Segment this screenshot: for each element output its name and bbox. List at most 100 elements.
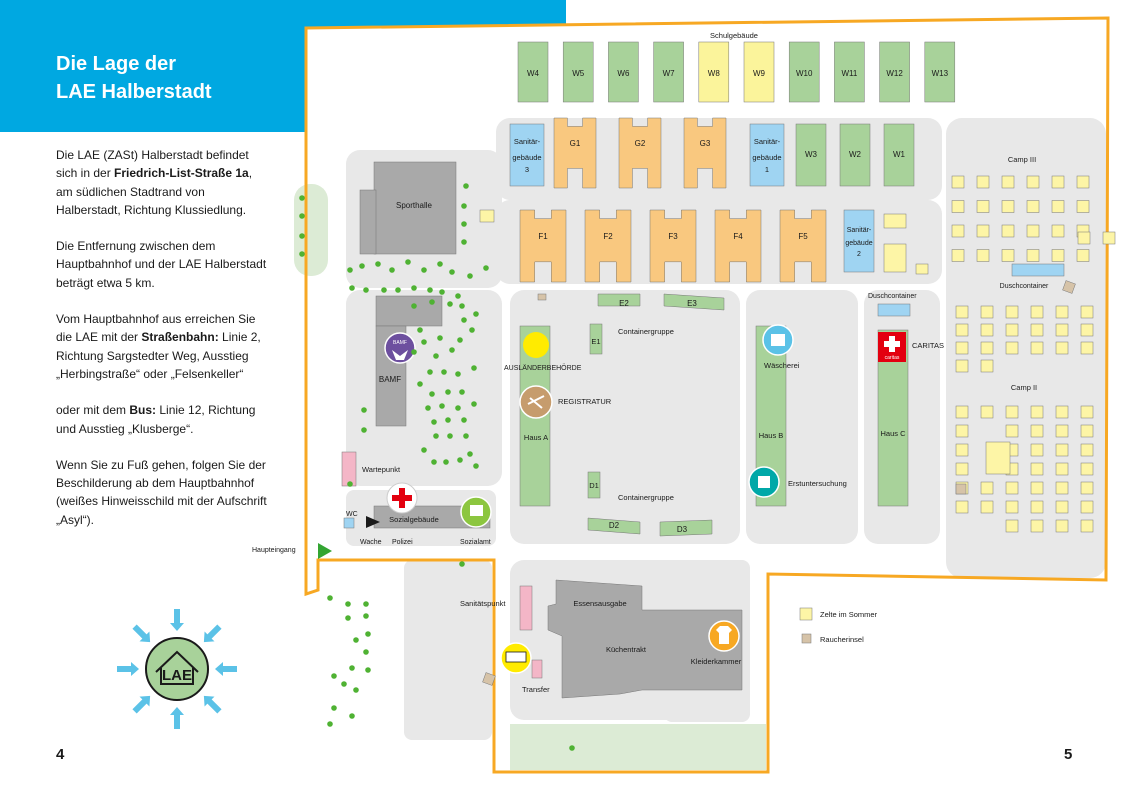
essensausgabe-label: Essensausgabe <box>573 599 626 608</box>
sanitaetspunkt-label: Sanitätspunkt <box>460 599 506 608</box>
tent <box>1055 500 1069 514</box>
building-w11 <box>834 41 865 103</box>
tree <box>433 433 439 439</box>
bus-bold: Bus: <box>129 403 157 418</box>
tent <box>1080 405 1094 419</box>
tent <box>980 405 994 419</box>
sanitaer-1-l3: 1 <box>765 165 769 174</box>
tent <box>980 323 994 337</box>
tree <box>569 745 575 751</box>
tent <box>1030 519 1044 533</box>
tent <box>1080 443 1094 457</box>
tree <box>461 221 467 227</box>
building-label: G1 <box>570 139 581 148</box>
tree <box>425 405 431 411</box>
tent <box>1076 175 1090 189</box>
tent <box>1030 462 1044 476</box>
tent <box>1030 424 1044 438</box>
green-area-left <box>294 184 328 276</box>
tent <box>1080 519 1094 533</box>
tree <box>459 389 465 395</box>
tent <box>1005 519 1019 533</box>
sanitaetspunkt-block <box>519 585 533 631</box>
tree <box>473 311 479 317</box>
sanitaer-1 <box>749 123 785 187</box>
building-g2 <box>618 117 662 189</box>
tent <box>1055 462 1069 476</box>
tent <box>1026 224 1040 238</box>
tram-bold: Straßenbahn: <box>141 330 219 345</box>
tree <box>431 419 437 425</box>
tree <box>455 405 461 411</box>
wc-label: WC <box>346 511 358 518</box>
intro-text: Die LAE (ZASt) Halberstadt befindet sich… <box>56 146 271 547</box>
tree <box>433 353 439 359</box>
caritas-label: CARITAS <box>912 341 944 350</box>
d2-label: D2 <box>609 521 620 530</box>
tree <box>421 447 427 453</box>
building-label: W5 <box>572 69 585 78</box>
tent <box>1001 224 1015 238</box>
building-w8 <box>698 41 730 103</box>
tent <box>1001 200 1015 213</box>
duschcontainer-label-2: Duschcontainer <box>1000 283 1049 290</box>
d3-label: D3 <box>677 525 688 534</box>
tree <box>461 417 467 423</box>
polizei-label: Polizei <box>392 539 413 546</box>
intro-paragraph-distance: Die Entfernung zwischen dem Hauptbahnhof… <box>56 239 267 290</box>
camp2-label: Camp II <box>1011 383 1037 392</box>
tent-block <box>883 213 907 229</box>
building-label: W2 <box>849 150 862 159</box>
tent <box>951 200 965 213</box>
lae-logo: LAE <box>117 609 237 729</box>
building-label: F5 <box>798 232 808 241</box>
tree <box>457 457 463 463</box>
building-w1 <box>883 123 915 187</box>
tent <box>1080 305 1094 319</box>
tree <box>299 233 305 239</box>
tree <box>447 301 453 307</box>
building-g1 <box>553 117 597 189</box>
tent <box>1080 500 1094 514</box>
building-label: W1 <box>893 150 906 159</box>
tree <box>427 369 433 375</box>
building-label: W3 <box>805 150 818 159</box>
building-f5 <box>779 209 827 283</box>
tent <box>1076 200 1090 213</box>
building-label: W9 <box>753 69 766 78</box>
tree <box>427 287 433 293</box>
sanitaer-2-l1: Sanitär- <box>847 227 872 234</box>
building-label: W11 <box>841 69 857 78</box>
tree <box>463 183 469 189</box>
tent <box>1005 405 1019 419</box>
tree <box>299 251 305 257</box>
tent <box>1001 249 1015 262</box>
legend-smoke-label: Raucherinsel <box>820 635 864 644</box>
tree <box>459 303 465 309</box>
building-label: W7 <box>663 69 676 78</box>
building-w5 <box>562 41 594 103</box>
text-span: Die LAE (ZASt) Halberstadt befindet sich… <box>56 148 249 181</box>
bamf-eagle-icon <box>384 332 416 364</box>
intro-paragraph-address: Die LAE (ZASt) Halberstadt befindet sich… <box>56 146 271 219</box>
tent <box>976 175 990 189</box>
tent <box>1076 249 1090 262</box>
page-number-left: 4 <box>56 746 65 763</box>
tent <box>1030 500 1044 514</box>
sozialgebaeude-label: Sozialgebäude <box>389 515 439 524</box>
tree <box>449 347 455 353</box>
tent <box>976 224 990 238</box>
transfer-block <box>531 659 543 679</box>
tree <box>363 601 369 607</box>
building-label: W12 <box>886 69 903 78</box>
haupteingang-arrow-icon[interactable] <box>318 543 332 559</box>
tent <box>1030 405 1044 419</box>
tent-block <box>883 243 907 273</box>
tree <box>467 451 473 457</box>
building-f3 <box>649 209 697 283</box>
tent <box>951 175 965 189</box>
tree <box>449 269 455 275</box>
page-number-right: 5 <box>1064 746 1073 763</box>
shirt-icon <box>716 626 732 644</box>
building-label: G3 <box>700 139 711 148</box>
